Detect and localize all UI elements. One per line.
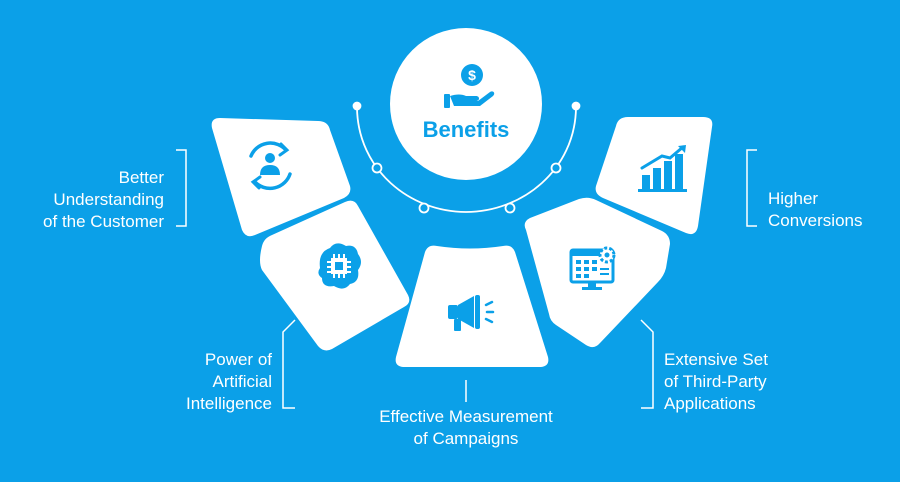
megaphone-icon	[448, 295, 495, 331]
brain-chip-icon	[318, 243, 361, 289]
benefit-label-line: of Campaigns	[413, 429, 519, 448]
customer-refresh-icon	[249, 141, 292, 191]
benefits-title: Benefits	[422, 117, 510, 142]
benefits-center-circle: $	[390, 28, 542, 180]
benefit-label-artificial-intelligence: Power of Artificial Intelligence	[122, 349, 272, 415]
benefit-label-line: Effective Measurement	[379, 407, 553, 426]
benefit-label-line: Extensive Set	[664, 350, 768, 369]
benefit-label-line: Conversions	[768, 211, 863, 230]
benefit-label-line: Power of	[204, 350, 272, 369]
card-better-understanding	[211, 118, 351, 237]
app-dashboard-icon	[569, 246, 616, 290]
label-brackets	[176, 149, 757, 409]
benefit-label-line: Understanding	[53, 190, 164, 209]
benefit-label-line: Better	[118, 168, 164, 187]
benefit-label-line: Artificial	[212, 372, 272, 391]
benefit-label-effective-measurement: Effective Measurement of Campaigns	[346, 406, 586, 450]
benefit-label-third-party-applications: Extensive Set of Third-Party Application…	[664, 349, 824, 415]
benefit-label-line: Higher	[768, 189, 819, 208]
bar-chart-growth-icon	[638, 145, 687, 192]
card-third-party-applications	[524, 197, 670, 348]
benefit-label-better-understanding: Better Understanding of the Customer	[14, 167, 164, 233]
benefit-label-line: of the Customer	[43, 212, 164, 231]
benefit-label-line: of Third-Party	[664, 372, 767, 391]
benefit-label-line: Intelligence	[185, 394, 272, 413]
money-hand-icon: $	[444, 64, 495, 108]
center-arc-connector	[352, 101, 581, 214]
svg-text:$: $	[468, 67, 476, 83]
benefit-label-line: Applications	[664, 394, 756, 413]
benefit-label-higher-conversions: Higher Conversions	[768, 188, 888, 232]
